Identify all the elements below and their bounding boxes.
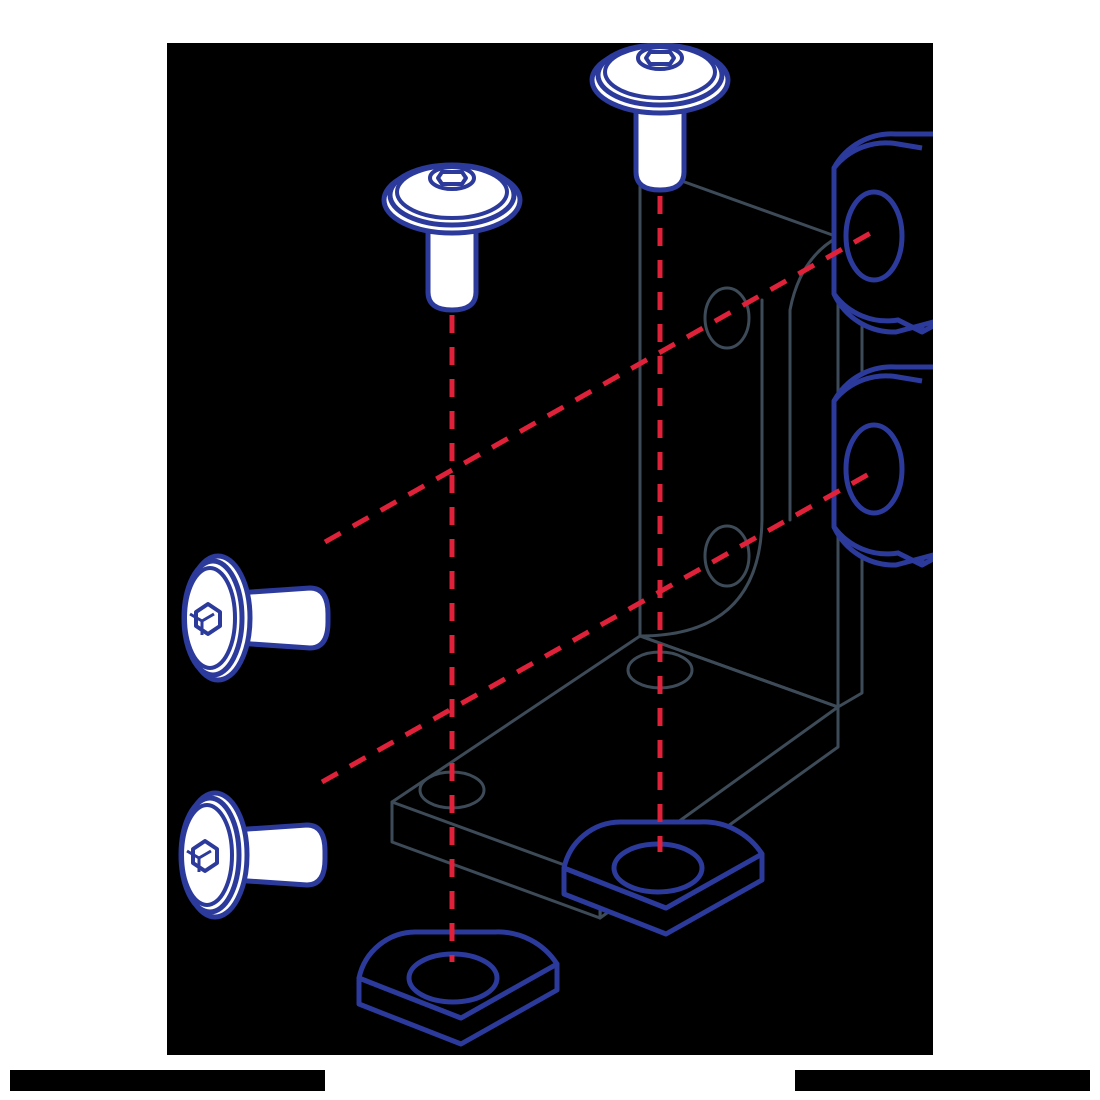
axis-left-upper: [323, 227, 878, 545]
bracket-flange-hole-lower: [703, 524, 751, 588]
bracket-flange-hole-upper: [703, 286, 751, 350]
bracket-flange-fillet-edge: [788, 235, 840, 522]
bracket-inner-fillet-top: [638, 518, 764, 638]
bottom-right-bar: [795, 1070, 1090, 1091]
screw-top-right: [592, 45, 728, 190]
spacer-right-upper: [834, 134, 933, 332]
diagram-canvas: [167, 43, 933, 1055]
exploded-assembly-drawing: [167, 43, 933, 1055]
bracket-flange-outer-face: [638, 164, 840, 709]
axis-left-lower: [320, 467, 878, 785]
bottom-left-bar: [10, 1070, 325, 1091]
spacer-right-lower: [834, 367, 933, 565]
screw-top-left: [384, 165, 520, 310]
spacer-bottom-left: [359, 932, 557, 1044]
assembly-axes: [320, 196, 878, 962]
screw-left-lower: [181, 793, 325, 917]
screw-left-upper: [184, 556, 328, 680]
